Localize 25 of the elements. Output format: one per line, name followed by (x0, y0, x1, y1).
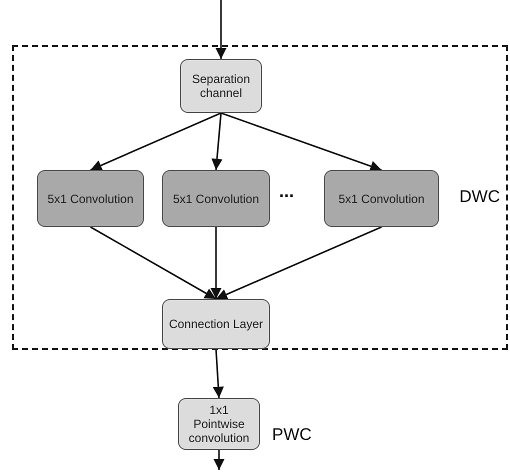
node-label: Connection Layer (168, 317, 264, 331)
arrow (90, 226, 216, 300)
arrow (212, 348, 224, 398)
group-label: DWC (459, 187, 500, 207)
process-box (162, 170, 270, 227)
arrow (211, 112, 223, 170)
process-box (180, 59, 262, 113)
process-box (178, 398, 260, 450)
process-box (162, 299, 270, 349)
node-caption: PWC (272, 425, 312, 445)
process-box (324, 170, 439, 227)
arrow (220, 112, 382, 172)
node-label: 5x1 Convolution (172, 192, 260, 206)
node-label: 5x1 Convolution (338, 192, 425, 206)
arrow (213, 450, 225, 470)
process-box (37, 170, 144, 227)
arrow (216, 226, 382, 300)
node-label: 5x1 Convolution (47, 192, 134, 206)
dashed-group-box (12, 45, 508, 350)
arrow (210, 227, 222, 299)
arrow (215, 0, 227, 59)
arrow (90, 112, 222, 171)
node-label: Separation channel (190, 72, 252, 100)
ellipsis-label: ... (279, 181, 294, 202)
node-label: 1x1 Pointwise convolution (188, 403, 250, 445)
